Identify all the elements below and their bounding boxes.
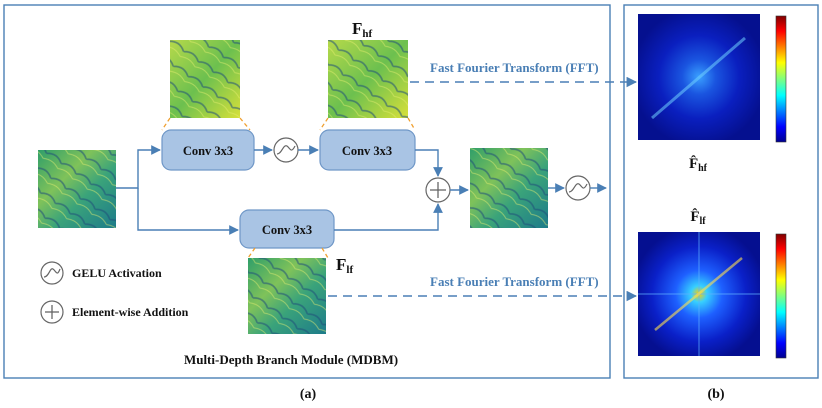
top-left-feature-map xyxy=(170,40,240,118)
conv-top-right-label: Conv 3x3 xyxy=(342,144,392,158)
panel-a-frame xyxy=(3,4,611,379)
lf-label: Flf xyxy=(336,255,353,276)
conv-top-left-label: Conv 3x3 xyxy=(183,144,233,158)
output-feature-map xyxy=(470,148,548,228)
fft-top-label: Fast Fourier Transform (FFT) xyxy=(430,60,599,75)
colorbar xyxy=(775,15,787,143)
panel-b-frame xyxy=(623,4,819,379)
conv-top-right-box: Conv 3x3 xyxy=(319,129,416,171)
hf-spectrum-label: F̂hf xyxy=(689,155,708,174)
plus-circle-icon xyxy=(425,177,451,203)
zoom-line xyxy=(247,247,256,259)
lf-spectrum-label: F̂lf xyxy=(690,208,706,227)
zoom-line xyxy=(319,117,329,131)
conv-bottom-label: Conv 3x3 xyxy=(262,223,312,237)
colorbar xyxy=(775,233,787,359)
zoom-line xyxy=(407,117,416,131)
flow-arrows xyxy=(116,145,607,235)
spectrum-image xyxy=(638,14,760,140)
spectrum-image xyxy=(638,232,760,356)
hf-label: Fhf xyxy=(352,19,373,40)
hf-feature-map xyxy=(328,40,408,118)
conv-top-left-box: Conv 3x3 xyxy=(161,129,255,171)
legend-gelu-label: GELU Activation xyxy=(72,266,162,280)
zoom-line xyxy=(321,247,329,259)
module-title: Multi-Depth Branch Module (MDBM) xyxy=(184,352,398,367)
input-feature-map xyxy=(38,150,116,228)
zoom-line xyxy=(239,117,251,131)
gelu-icon xyxy=(565,175,591,201)
legend-add-label: Element-wise Addition xyxy=(72,305,189,319)
fft-bottom-label: Fast Fourier Transform (FFT) xyxy=(430,274,599,289)
legend: GELU Activation Element-wise Addition xyxy=(40,261,189,324)
gelu-icon xyxy=(40,261,64,285)
plus-circle-icon xyxy=(40,300,64,324)
lf-feature-map xyxy=(248,258,326,334)
zoom-line xyxy=(161,117,171,131)
conv-bottom-box: Conv 3x3 xyxy=(239,209,335,249)
caption-b: (b) xyxy=(707,387,724,402)
gelu-icon xyxy=(273,137,299,163)
caption-a: (a) xyxy=(300,387,317,402)
